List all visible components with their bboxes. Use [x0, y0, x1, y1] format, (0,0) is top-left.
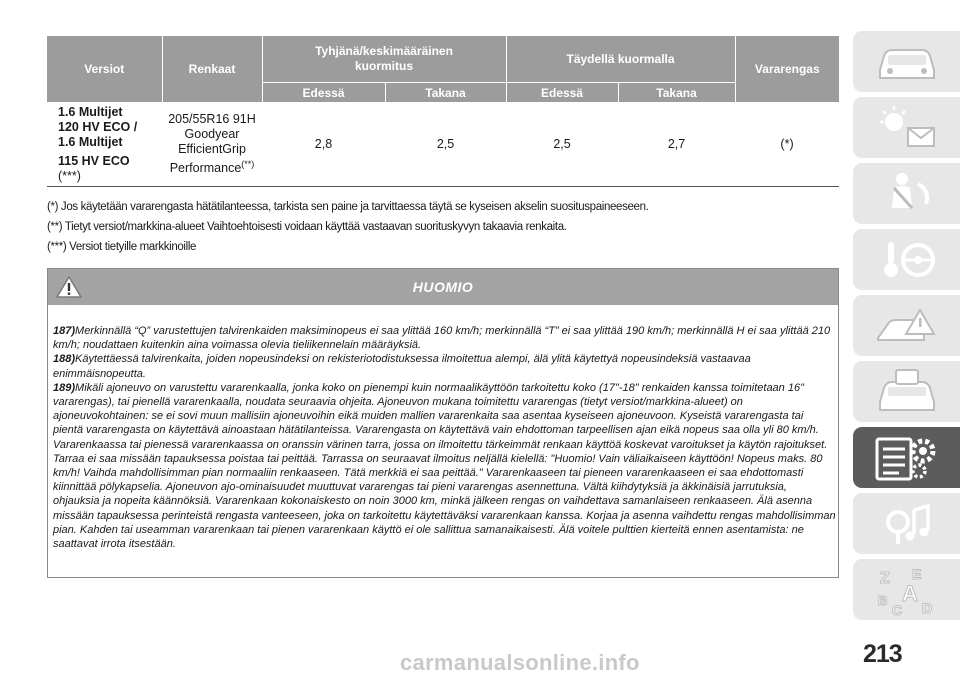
multimedia-music-icon	[885, 503, 930, 544]
pressure-empty-front: 2,8	[262, 102, 385, 187]
header-rear: Takana	[617, 82, 736, 102]
spare-cell: (*)	[735, 102, 840, 187]
tab-index[interactable]: Z E B A C D	[853, 559, 960, 620]
footnote: (***) Versiot tietyille markkinoille	[47, 241, 197, 253]
header-tyres: Renkaat	[161, 36, 262, 102]
tab-car[interactable]	[853, 31, 960, 92]
dashboard-lights-icon	[879, 105, 935, 147]
warning-item: 188)Käytettäessä talvirenkaita, joiden n…	[53, 353, 751, 380]
header-front: Edessä	[505, 82, 619, 102]
technical-data-gear-icon	[875, 437, 935, 480]
header-spare: Vararengas	[734, 36, 840, 102]
footnote: (**) Tietyt versiot/markkina-alueet Vaih…	[47, 221, 567, 233]
tab-starting-driving[interactable]	[853, 229, 960, 290]
page-number: 213	[863, 640, 903, 668]
header-versions: Versiot	[47, 36, 162, 102]
tab-emergency[interactable]	[853, 295, 960, 356]
header-full-load: Täydellä kuormalla	[505, 36, 736, 83]
warning-body: 187)Merkinnällä “Q” varustettujen talvir…	[48, 305, 838, 551]
svg-text:E: E	[912, 566, 921, 582]
svg-text:D: D	[922, 600, 932, 616]
pressure-full-rear: 2,7	[618, 102, 736, 187]
seatbelt-airbag-icon	[891, 172, 929, 209]
footnote: (*) Jos käytetään vararengasta hätätilan…	[47, 201, 649, 213]
warning-header: HUOMIO	[48, 269, 838, 305]
svg-text:B: B	[878, 593, 887, 608]
warning-triangle-icon	[56, 276, 82, 303]
warning-item: 189)Mikäli ajoneuvo on varustettu varare…	[53, 381, 836, 551]
svg-text:Z: Z	[880, 570, 890, 587]
tab-multimedia[interactable]	[853, 493, 960, 554]
footnotes: (*) Jos käytetään vararengasta hätätilan…	[47, 200, 839, 260]
tab-safety[interactable]	[853, 163, 960, 224]
tab-maintenance[interactable]	[853, 361, 960, 422]
header-front: Edessä	[261, 82, 385, 102]
breakdown-warning-icon	[876, 307, 936, 341]
pressure-empty-rear: 2,5	[385, 102, 507, 187]
car-icon	[878, 48, 935, 79]
version-cell: 1.6 Multijet 120 HV ECO / 1.6 Multijet 1…	[47, 102, 162, 187]
alphabetical-index-icon: Z E B A C D	[877, 565, 932, 617]
warning-box: HUOMIO 187)Merkinnällä “Q” varustettujen…	[47, 268, 839, 578]
header-rear: Takana	[384, 82, 507, 102]
tyre-cell: 205/55R16 91H Goodyear EfficientGrip Per…	[162, 102, 262, 187]
warning-title: HUOMIO	[412, 279, 474, 295]
svg-text:C: C	[892, 602, 902, 617]
header-empty-medium-load: Tyhjänä/keskimääräinen kuormitus	[261, 36, 507, 83]
key-steering-wheel-icon	[883, 241, 935, 277]
svg-text:A: A	[902, 581, 918, 606]
chapter-tabs: Z E B A C D	[853, 31, 960, 625]
tyre-pressure-table: Versiot Renkaat Tyhjänä/keskimääräinen k…	[47, 36, 840, 187]
table-row: 1.6 Multijet 120 HV ECO / 1.6 Multijet 1…	[47, 102, 840, 187]
car-maintenance-icon	[878, 368, 935, 411]
pressure-full-front: 2,5	[506, 102, 619, 187]
tab-dashboard[interactable]	[853, 97, 960, 158]
warning-item: 187)Merkinnällä “Q” varustettujen talvir…	[53, 325, 831, 352]
tab-technical-data[interactable]	[853, 427, 960, 488]
watermark: carmanualsonline.info	[400, 650, 640, 675]
